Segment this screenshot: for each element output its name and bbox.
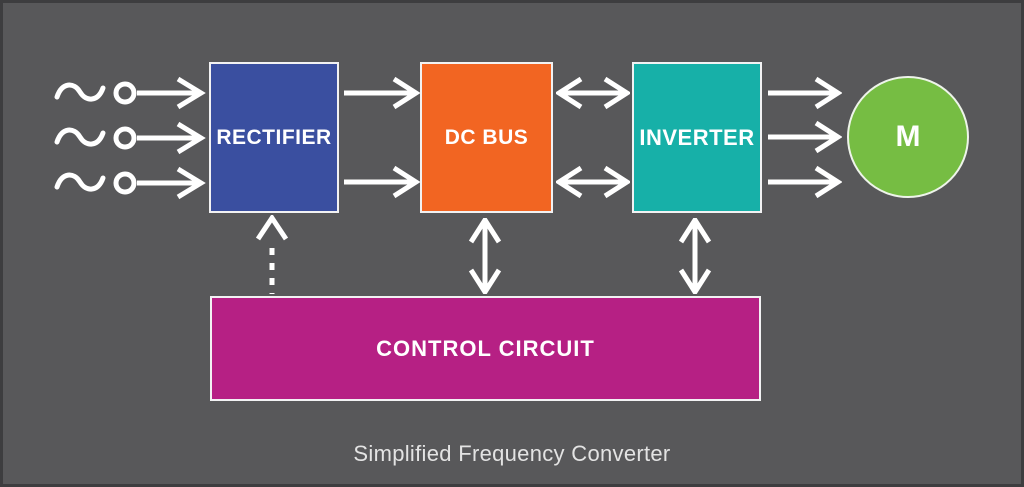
arrow-inverter-to-motor-bottom [768, 165, 842, 199]
arrow-dcbus-inverter-top [556, 76, 630, 110]
rectifier-label: RECTIFIER [216, 125, 332, 149]
arrow-rectifier-to-dcbus-top [344, 76, 420, 110]
arrow-inverter-to-motor-middle [768, 120, 842, 154]
ac-wave-icon [54, 127, 106, 147]
control-circuit-block: CONTROL CIRCUIT [210, 296, 761, 401]
arrowhead-right-icon [176, 76, 206, 110]
arrowhead-right-icon [603, 76, 630, 110]
arrowhead-right-icon [176, 166, 206, 200]
terminal-circle-icon [113, 81, 137, 105]
arrowhead-up-icon [255, 215, 289, 241]
terminal-circle-icon [113, 126, 137, 150]
ac-wave-icon [54, 82, 106, 102]
arrow-inverter-to-motor-top [768, 76, 842, 110]
arrowhead-down-icon [678, 268, 712, 294]
control-circuit-label: CONTROL CIRCUIT [376, 335, 595, 361]
arrowhead-left-icon [556, 165, 583, 199]
arrow-rectifier-to-dcbus-bottom [344, 165, 420, 199]
arrowhead-right-icon [814, 120, 842, 154]
ac-wave-icon [54, 172, 106, 192]
arrow-dcbus-control [468, 218, 502, 294]
arrowhead-right-icon [814, 76, 842, 110]
arrowhead-left-icon [556, 76, 583, 110]
diagram-caption: Simplified Frequency Converter [353, 441, 671, 466]
arrow-inverter-control [678, 218, 712, 294]
dashed-arrow-control-to-rectifier [255, 215, 289, 294]
arrowhead-right-icon [176, 121, 206, 155]
inverter-label: INVERTER [639, 124, 755, 150]
arrowhead-up-icon [678, 218, 712, 244]
rectifier-block: RECTIFIER [209, 62, 339, 213]
arrowhead-up-icon [468, 218, 502, 244]
ac-input-phase-2 [54, 121, 206, 155]
ac-input-phase-3 [54, 166, 206, 200]
arrow-dcbus-inverter-bottom [556, 165, 630, 199]
motor-circle: M [847, 76, 969, 198]
terminal-circle-icon [113, 171, 137, 195]
arrowhead-down-icon [468, 268, 502, 294]
arrowhead-right-icon [392, 76, 420, 110]
inverter-block: INVERTER [632, 62, 762, 213]
arrowhead-right-icon [603, 165, 630, 199]
dc-bus-label: DC BUS [444, 125, 529, 149]
arrowhead-right-icon [814, 165, 842, 199]
arrowhead-right-icon [392, 165, 420, 199]
dc-bus-block: DC BUS [420, 62, 553, 213]
ac-input-phase-1 [54, 76, 206, 110]
motor-label: M [895, 120, 921, 153]
